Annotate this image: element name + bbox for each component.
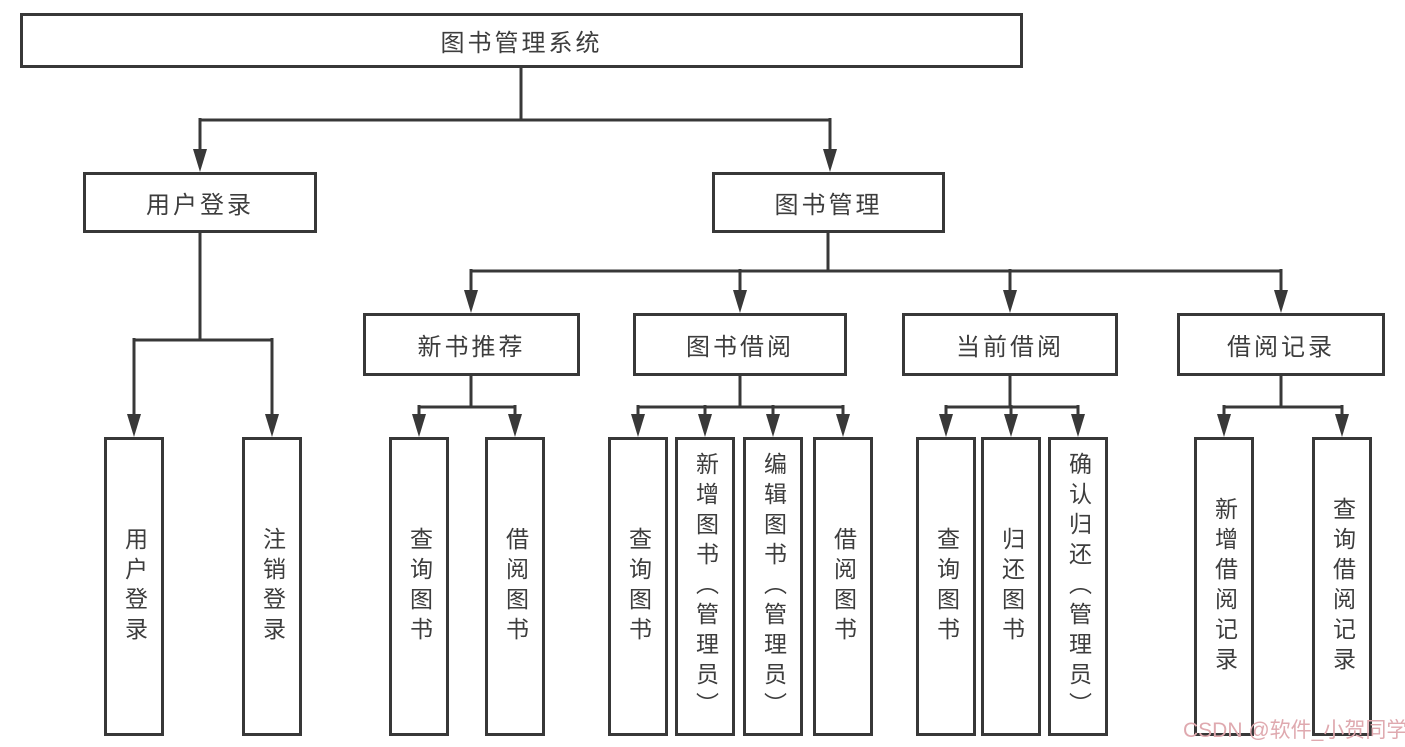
arrowhead-icon xyxy=(464,290,478,313)
node-leaf-cb-confirm-return-admin: 确认归还（管理员） xyxy=(1048,437,1108,736)
arrowhead-icon xyxy=(1217,414,1231,437)
csdn-watermark: CSDN @软件_小贺同学 xyxy=(1183,719,1405,742)
node-leaf-bb-query-books: 查询图书 xyxy=(608,437,668,736)
node-leaf-br-query-record-label: 查询借阅记录 xyxy=(1329,496,1356,677)
node-leaf-cb-return-books-label: 归还图书 xyxy=(998,526,1025,647)
node-book-management: 图书管理 xyxy=(712,172,945,233)
node-root: 图书管理系统 xyxy=(20,13,1023,68)
node-leaf-nbr-query-books-label: 查询图书 xyxy=(406,526,433,647)
arrowhead-icon xyxy=(766,414,780,437)
node-current-borrowing: 当前借阅 xyxy=(902,313,1118,376)
arrowhead-icon xyxy=(127,414,141,437)
arrowhead-icon xyxy=(508,414,522,437)
node-leaf-logout: 注销登录 xyxy=(242,437,302,736)
arrowhead-icon xyxy=(733,290,747,313)
node-leaf-bb-edit-books-admin-label: 编辑图书（管理员） xyxy=(760,451,787,722)
arrowhead-icon xyxy=(193,149,207,172)
arrowhead-icon xyxy=(631,414,645,437)
node-user-login-label: 用户登录 xyxy=(146,192,254,219)
arrowhead-icon xyxy=(1003,290,1017,313)
node-leaf-bb-add-books-admin: 新增图书（管理员） xyxy=(675,437,735,736)
node-leaf-logout-label: 注销登录 xyxy=(259,526,286,647)
node-leaf-bb-add-books-admin-label: 新增图书（管理员） xyxy=(692,451,719,722)
node-leaf-nbr-borrow-books: 借阅图书 xyxy=(485,437,545,736)
node-user-login: 用户登录 xyxy=(83,172,317,233)
node-new-book-recommend-label: 新书推荐 xyxy=(417,334,526,361)
node-book-borrowing-label: 图书借阅 xyxy=(686,334,794,361)
node-leaf-bb-query-books-label: 查询图书 xyxy=(625,526,652,647)
arrowhead-icon xyxy=(698,414,712,437)
arrowhead-icon xyxy=(836,414,850,437)
arrowhead-icon xyxy=(1274,290,1288,313)
node-current-borrowing-label: 当前借阅 xyxy=(956,334,1064,361)
node-leaf-nbr-query-books: 查询图书 xyxy=(389,437,449,736)
node-root-label: 图书管理系统 xyxy=(440,30,603,57)
node-borrow-records-label: 借阅记录 xyxy=(1227,334,1335,361)
node-leaf-cb-confirm-return-admin-label: 确认归还（管理员） xyxy=(1065,451,1092,722)
arrowhead-icon xyxy=(1335,414,1349,437)
node-book-borrowing: 图书借阅 xyxy=(633,313,847,376)
node-leaf-br-add-record: 新增借阅记录 xyxy=(1194,437,1254,736)
node-book-management-label: 图书管理 xyxy=(774,192,883,219)
node-leaf-nbr-borrow-books-label: 借阅图书 xyxy=(502,526,529,647)
node-leaf-bb-edit-books-admin: 编辑图书（管理员） xyxy=(743,437,803,736)
arrowhead-icon xyxy=(412,414,426,437)
arrowhead-icon xyxy=(939,414,953,437)
node-leaf-cb-query-books-label: 查询图书 xyxy=(933,526,960,647)
node-leaf-bb-borrow-books-label: 借阅图书 xyxy=(830,526,857,647)
node-new-book-recommend: 新书推荐 xyxy=(363,313,580,376)
node-leaf-user-login-label: 用户登录 xyxy=(121,526,148,647)
node-leaf-br-query-record: 查询借阅记录 xyxy=(1312,437,1372,736)
node-leaf-br-add-record-label: 新增借阅记录 xyxy=(1211,496,1238,677)
node-leaf-bb-borrow-books: 借阅图书 xyxy=(813,437,873,736)
node-borrow-records: 借阅记录 xyxy=(1177,313,1385,376)
arrowhead-icon xyxy=(823,149,837,172)
node-leaf-cb-query-books: 查询图书 xyxy=(916,437,976,736)
arrowhead-icon xyxy=(1004,414,1018,437)
arrowhead-icon xyxy=(265,414,279,437)
node-leaf-user-login: 用户登录 xyxy=(104,437,164,736)
arrowhead-icon xyxy=(1071,414,1085,437)
node-leaf-cb-return-books: 归还图书 xyxy=(981,437,1041,736)
